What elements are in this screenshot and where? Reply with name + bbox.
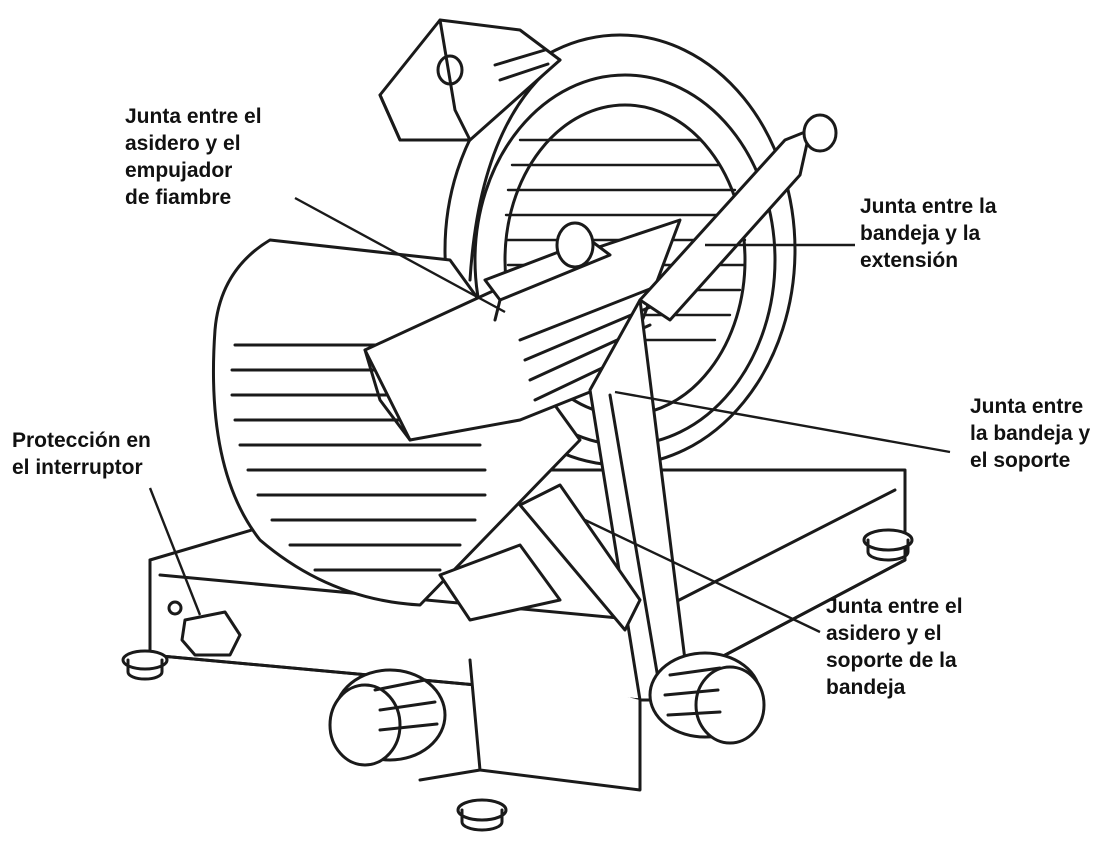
thickness-knob-right bbox=[648, 651, 766, 745]
carriage-handle bbox=[438, 483, 642, 632]
label-handle-tray-support-joint: Junta entre el asidero y el soporte de l… bbox=[826, 595, 963, 699]
thickness-knob-left bbox=[328, 668, 447, 767]
power-switch bbox=[167, 600, 242, 657]
label-tray-support-joint: Junta entre la bandeja y el soporte bbox=[970, 395, 1091, 472]
leader-line-handle-pusher bbox=[294, 196, 506, 314]
leader-line-tray-support bbox=[614, 390, 951, 454]
label-handle-pusher-joint: Junta entre el asidero y el empujador de… bbox=[125, 105, 262, 209]
sharpener-housing bbox=[378, 18, 562, 142]
tray-extension-arm bbox=[638, 113, 838, 322]
label-tray-extension-joint: Junta entre la bandeja y la extensión bbox=[860, 195, 997, 272]
label-switch-guard: Protección en el interruptor bbox=[12, 429, 151, 479]
pusher-handle bbox=[483, 221, 612, 322]
slicer-feet bbox=[121, 528, 914, 832]
leader-line-switch-guard bbox=[148, 487, 202, 616]
leader-line-handle-tray-support bbox=[584, 518, 821, 634]
